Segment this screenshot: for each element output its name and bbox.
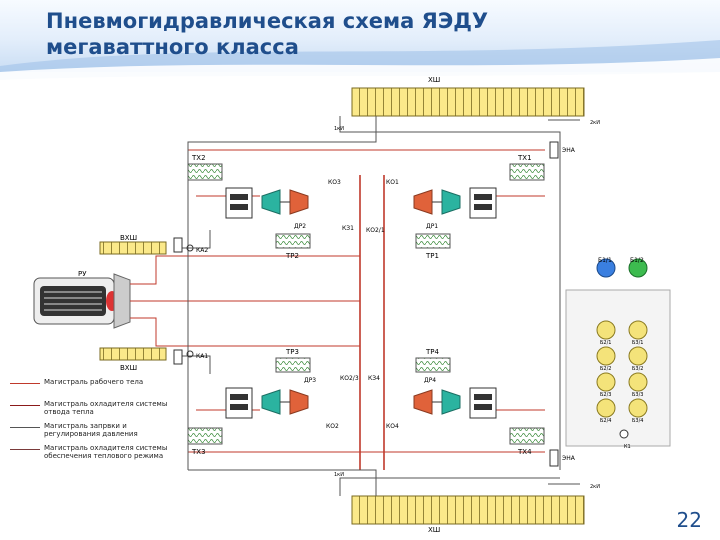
label-xsh-top: ХШ: [428, 76, 440, 84]
label-ko23: КО2/3: [340, 375, 359, 382]
label-1ki-top: 1кИ: [334, 126, 344, 132]
reactor-unit: [33, 273, 131, 329]
legend-swatch: [10, 449, 40, 450]
heat-exchanger-tx1: [509, 163, 545, 181]
label-b21: Б2/1: [600, 340, 611, 346]
heat-exchanger-tx3: [187, 427, 223, 445]
recuperator-tr2: [275, 233, 311, 249]
turbo-unit-top-right: [413, 187, 497, 219]
legend-item-thermal-mode: Магистраль охладителя системы обеспечени…: [6, 444, 176, 474]
label-b34: Б3/4: [632, 418, 643, 424]
legend-label: Магистраль охладителя системы обеспечени…: [44, 444, 168, 460]
label-b23: Б2/3: [600, 392, 611, 398]
legend-item-heat-removal: Магистраль охладителя системы отвода теп…: [6, 400, 176, 422]
legend-item-working-fluid: Магистраль рабочего тела: [6, 378, 176, 400]
pump-ena-top: [549, 141, 559, 159]
label-xsh-bottom: ХШ: [428, 526, 440, 534]
recuperator-tr1: [415, 233, 451, 249]
label-b24: Б2/4: [600, 418, 611, 424]
title-line-1: Пневмогидравлическая схема ЯЭДУ: [46, 9, 489, 33]
tank-b33: [628, 372, 648, 392]
label-b12: Б1/2: [630, 257, 644, 264]
label-ko3: КО3: [328, 179, 341, 186]
label-1ki-bottom: 1кИ: [334, 472, 344, 478]
tank-b12: [628, 258, 648, 278]
label-tx1: ТХ1: [517, 154, 532, 162]
label-tx3: ТХ3: [191, 448, 206, 456]
label-tr4: ТР4: [425, 348, 439, 356]
legend-label: Магистраль охладителя системы отвода теп…: [44, 400, 168, 416]
label-vxsh-bottom: ВХШ: [120, 364, 137, 372]
label-vxsh-top: ВХШ: [120, 234, 137, 242]
legend-label: Магистраль рабочего тела: [44, 378, 144, 386]
tank-b23: [596, 372, 616, 392]
legend-swatch: [10, 383, 40, 384]
legend: Магистраль рабочего тела Магистраль охла…: [6, 378, 176, 474]
tank-b22: [596, 346, 616, 366]
label-dr4: ДР4: [424, 377, 436, 384]
turbo-unit-bottom-right: [413, 387, 497, 419]
tank-b24: [596, 398, 616, 418]
label-dr1: ДР1: [426, 223, 438, 230]
label-ena-top: ЭНА: [562, 147, 576, 154]
turbo-unit-bottom-left: [225, 387, 309, 419]
label-2ki-bottom: 2кИ: [590, 484, 600, 490]
label-ko4: КО4: [386, 423, 399, 430]
valve-ka1: [173, 349, 194, 365]
radiator-vxsh-top: [99, 241, 167, 255]
label-b22: Б2/2: [600, 366, 611, 372]
recuperator-tr4: [415, 357, 451, 373]
working-fluid-lines: [130, 149, 545, 470]
label-b11: Б1/1: [598, 257, 612, 264]
radiator-top: [351, 87, 585, 117]
label-kz4: КЗ4: [368, 375, 380, 382]
header-swoosh: [0, 40, 720, 80]
tank-panel: [565, 289, 671, 447]
label-ka1: КА1: [196, 353, 208, 360]
slide-header: Пневмогидравлическая схема ЯЭДУ мегаватт…: [0, 0, 720, 80]
label-ko2: КО2: [326, 423, 339, 430]
tank-grid: [596, 320, 648, 418]
label-ena-bottom: ЭНА: [562, 455, 576, 462]
legend-item-pressure-control: Магистраль запрвки и регулирования давле…: [6, 422, 176, 444]
heat-exchanger-tx4: [509, 427, 545, 445]
label-ko1: КО1: [386, 179, 399, 186]
label-ko21: КО2/1: [366, 227, 385, 234]
legend-swatch: [10, 405, 40, 406]
page-number: 22: [676, 508, 702, 532]
label-b32: Б3/2: [632, 366, 643, 372]
valve-ka2: [173, 237, 194, 253]
page-title: Пневмогидравлическая схема ЯЭДУ мегаватт…: [46, 8, 488, 60]
tank-b31: [628, 320, 648, 340]
label-tr3: ТР3: [285, 348, 299, 356]
label-tx4: ТХ4: [517, 448, 532, 456]
recuperator-tr3: [275, 357, 311, 373]
label-dr2: ДР2: [294, 223, 306, 230]
turbo-unit-top-left: [225, 187, 309, 219]
label-k1: К1: [624, 444, 631, 450]
label-dr3: ДР3: [304, 377, 316, 384]
tank-b11: [596, 258, 616, 278]
label-b33: Б3/3: [632, 392, 643, 398]
tank-b34: [628, 398, 648, 418]
title-line-2: мегаваттного класса: [46, 35, 299, 59]
radiator-bottom: [351, 495, 585, 525]
pump-ena-bottom: [549, 449, 559, 467]
legend-label: Магистраль запрвки и регулирования давле…: [44, 422, 138, 438]
label-ru: РУ: [78, 270, 87, 278]
label-b31: Б3/1: [632, 340, 643, 346]
label-tx2: ТХ2: [191, 154, 206, 162]
label-tr2: ТР2: [285, 252, 299, 260]
label-2ki-top: 2кИ: [590, 120, 600, 126]
tank-b32: [628, 346, 648, 366]
label-tr1: ТР1: [425, 252, 439, 260]
label-ka2: КА2: [196, 247, 208, 254]
heat-exchanger-tx2: [187, 163, 223, 181]
legend-swatch: [10, 427, 40, 428]
valve-k1: [619, 429, 629, 439]
tank-b21: [596, 320, 616, 340]
label-kz1: КЗ1: [342, 225, 354, 232]
radiator-vxsh-bottom: [99, 347, 167, 361]
